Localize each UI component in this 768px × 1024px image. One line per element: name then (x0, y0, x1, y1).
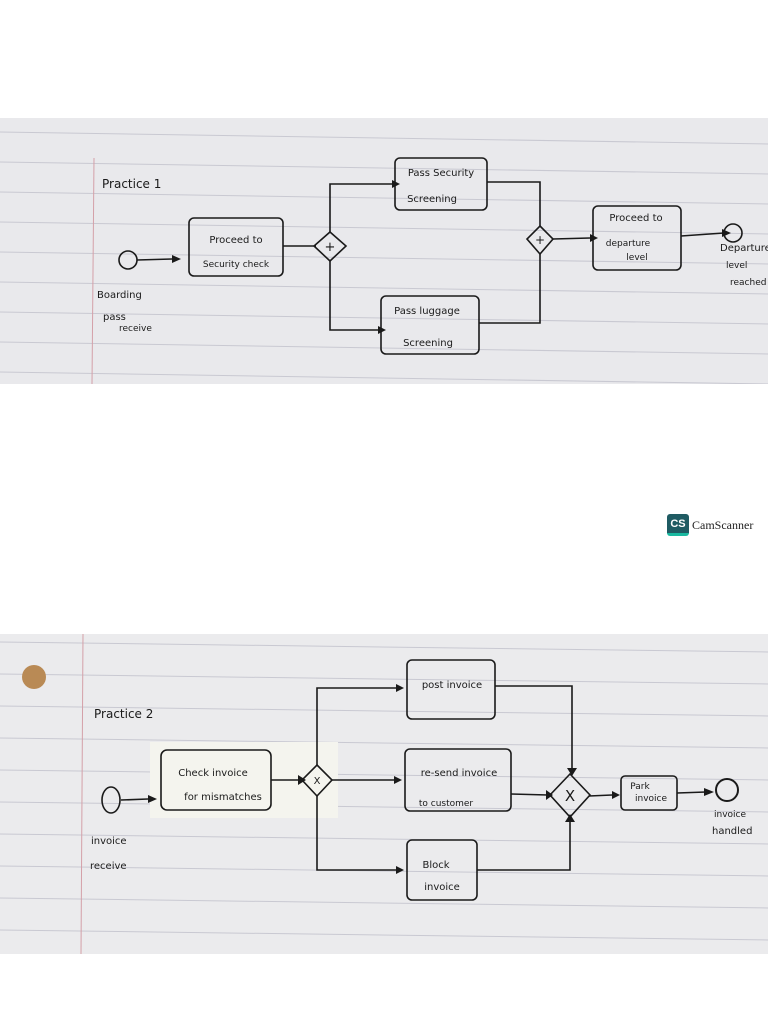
parallel-gateway-join (525, 224, 555, 256)
task-box-security-check (188, 217, 284, 277)
flow-arrow (552, 237, 591, 240)
gateway-symbol: X (565, 787, 575, 805)
diagram-title: Practice 2 (94, 707, 153, 721)
flow-arrow (680, 232, 725, 237)
end-label-line: handled (712, 826, 752, 837)
start-label-line: Boarding (97, 290, 142, 301)
margin-line (91, 157, 95, 384)
task-label-line: Screening (407, 194, 457, 205)
task-label-line: invoice (424, 882, 460, 893)
gateway-symbol: + (325, 240, 336, 255)
flow-arrow (588, 794, 613, 797)
binder-hole (22, 665, 46, 689)
task-label-line: for mismatches (184, 792, 262, 803)
parallel-gateway-split (312, 230, 348, 263)
task-label-line: Pass Security (408, 168, 474, 179)
ruled-lines (0, 641, 768, 941)
start-label-line: receive (90, 861, 127, 872)
margin-line (80, 634, 84, 954)
flow-arrow (510, 793, 549, 796)
task-label-line: level (626, 253, 647, 263)
flow-arrow (316, 687, 396, 765)
flow-arrow (477, 822, 571, 871)
start-event (101, 786, 121, 814)
end-event (715, 778, 739, 802)
gateway-symbol: X (314, 776, 321, 787)
diagram-title: Practice 1 (102, 177, 161, 191)
flow-arrow (329, 183, 392, 232)
task-label-line: Block (422, 860, 449, 871)
flow-arrow (676, 791, 707, 794)
flow-arrow (479, 254, 541, 324)
task-label-line: Pass luggage (394, 306, 460, 317)
task-label-line: invoice (635, 794, 667, 804)
start-label-line: receive (119, 324, 152, 334)
ruled-lines (0, 131, 768, 384)
flow-arrow (316, 796, 396, 871)
flow-arrow (136, 258, 173, 261)
practice-2-diagram: X X Practice 2 invoice receive Check inv… (0, 634, 768, 954)
task-box-luggage-screening (380, 295, 480, 355)
start-label-line: pass (103, 312, 126, 323)
task-label-line: Screening (403, 338, 453, 349)
practice-1-diagram: + + Practice 1 Boarding pass receive Pro… (0, 131, 768, 384)
exclusive-gateway-split (300, 763, 334, 798)
end-label-line: invoice (714, 810, 746, 820)
camscanner-watermark: CS CamScanner (667, 514, 753, 536)
task-box-post (406, 659, 496, 720)
camscanner-logo-icon: CS (667, 514, 689, 536)
arrowheads (172, 180, 731, 334)
flow-arrow (329, 260, 378, 331)
task-label-line: departure (606, 239, 651, 249)
start-label-line: invoice (91, 836, 127, 847)
task-box-resend (404, 748, 512, 812)
task-label-line: to customer (419, 799, 474, 809)
task-label-line: Park (630, 782, 650, 792)
flow-arrow (120, 798, 149, 801)
paper-highlight (150, 742, 338, 818)
practice-2-photo: X X Practice 2 invoice receive Check inv… (0, 634, 768, 954)
practice-1-photo: + + Practice 1 Boarding pass receive Pro… (0, 118, 768, 384)
end-label-line: level (726, 261, 747, 271)
task-label-line: post invoice (422, 680, 482, 691)
task-label-line: re-send invoice (421, 768, 497, 779)
camscanner-brand-text: CamScanner (692, 517, 754, 532)
flow-arrow (487, 181, 541, 226)
gateway-symbol: + (535, 233, 545, 247)
arrowheads (148, 684, 714, 874)
task-label-line: Proceed to (609, 213, 662, 224)
task-label-line: Check invoice (178, 768, 248, 779)
task-label-line: Proceed to (209, 235, 262, 246)
flow-arrow (495, 685, 573, 768)
task-label-line: Security check (203, 260, 270, 270)
end-label-line: Departure (720, 243, 768, 254)
end-label-line: reached (730, 278, 766, 288)
